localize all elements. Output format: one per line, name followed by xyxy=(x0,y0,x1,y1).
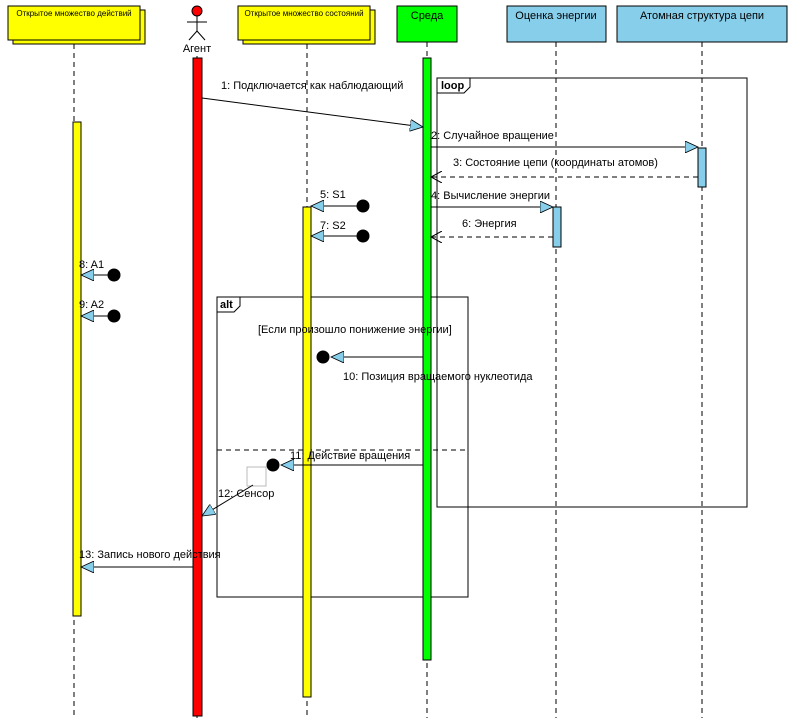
message-9-label: 9: A2 xyxy=(79,299,104,311)
message-7-found-dot xyxy=(356,229,370,243)
message-11-lost-dot xyxy=(266,458,280,472)
message-7-label: 7: S2 xyxy=(320,220,346,232)
message-8-label: 8: A1 xyxy=(79,259,104,271)
message-1-arrow xyxy=(201,97,423,127)
activation-energy xyxy=(552,206,562,248)
states-set-title: Открытое множество состояний xyxy=(244,9,363,18)
message-8-found-dot xyxy=(107,268,121,282)
message-1-label: 1: Подключается как наблюдающий xyxy=(221,80,403,92)
activation-environment xyxy=(422,57,432,661)
loop-label: loop xyxy=(441,80,464,92)
message-4-label: 4: Вычисление энергии xyxy=(431,190,550,202)
energy-title: Оценка энергии xyxy=(515,10,596,22)
activation-agent xyxy=(192,57,203,717)
header-states-set: Открытое множество состояний xyxy=(237,5,376,45)
activation-actions xyxy=(72,121,82,617)
actor-agent-icon xyxy=(187,5,207,41)
message-11-label: 11: Действие вращения xyxy=(290,450,410,462)
atomic-title: Атомная структура цепи xyxy=(640,10,764,22)
message-12-gate xyxy=(246,466,267,487)
message-5-found-dot xyxy=(356,199,370,213)
alt-guard: [Если произошло понижение энергии] xyxy=(258,324,452,336)
message-12-arrow xyxy=(202,484,254,516)
header-energy: Оценка энергии xyxy=(506,5,607,43)
message-5-label: 5: S1 xyxy=(320,189,346,201)
activation-atomic xyxy=(697,147,707,188)
header-environment: Среда xyxy=(396,5,458,43)
activation-states xyxy=(302,206,312,698)
message-13-label: 13: Запись нового действия xyxy=(79,549,221,561)
message-6-label: 6: Энергия xyxy=(462,218,517,230)
header-actions-set: Открытое множество действий xyxy=(7,5,146,45)
message-2-label: 2: Случайное вращение xyxy=(431,130,554,142)
environment-title: Среда xyxy=(411,10,444,22)
loop-fragment: loop xyxy=(436,77,748,508)
agent-label: Агент xyxy=(183,43,211,55)
message-9-found-dot xyxy=(107,309,121,323)
alt-label: alt xyxy=(220,299,233,311)
actions-set-title: Открытое множество действий xyxy=(16,9,131,18)
message-10-label: 10: Позиция вращаемого нуклеотида xyxy=(343,371,533,383)
message-3-label: 3: Состояние цепи (координаты атомов) xyxy=(453,157,658,169)
header-atomic: Атомная структура цепи xyxy=(616,5,788,43)
message-12-label: 12: Сенсор xyxy=(218,488,274,500)
message-10-lost-dot xyxy=(316,350,330,364)
